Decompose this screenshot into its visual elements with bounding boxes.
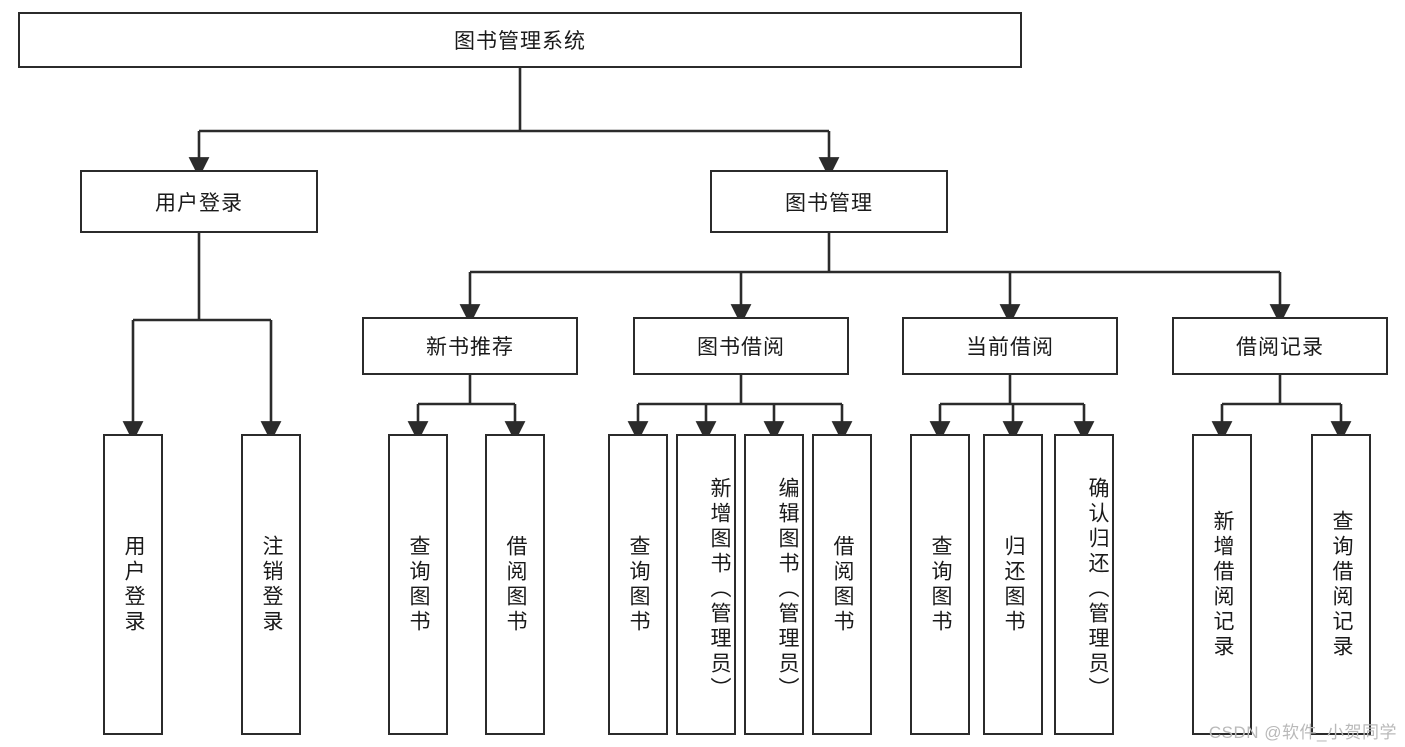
node-label: 图书管理 bbox=[785, 191, 873, 215]
node-user-login[interactable]: 用户登录 bbox=[80, 170, 318, 233]
node-leaf-borrow-book-1[interactable]: 借阅图书 bbox=[485, 434, 545, 735]
node-label: 借阅记录 bbox=[1236, 336, 1324, 359]
node-label: 新增图书（管理员） bbox=[708, 477, 731, 702]
node-label: 新书推荐 bbox=[426, 336, 514, 359]
node-borrow-record[interactable]: 借阅记录 bbox=[1172, 317, 1388, 375]
node-leaf-query-book-1[interactable]: 查询图书 bbox=[388, 434, 448, 735]
csdn-watermark: CSDN @软件_小贺同学 bbox=[1208, 723, 1397, 742]
node-label: 归还图书 bbox=[1002, 534, 1025, 635]
node-label: 查询借阅记录 bbox=[1330, 509, 1353, 660]
node-leaf-return-book[interactable]: 归还图书 bbox=[983, 434, 1043, 735]
node-leaf-add-book[interactable]: 新增图书（管理员） bbox=[676, 434, 736, 735]
node-label: 查询图书 bbox=[407, 534, 430, 635]
node-label: 确认归还（管理员） bbox=[1086, 477, 1109, 702]
node-current-borrow[interactable]: 当前借阅 bbox=[902, 317, 1118, 375]
node-leaf-confirm-return[interactable]: 确认归还（管理员） bbox=[1054, 434, 1114, 735]
node-label: 借阅图书 bbox=[831, 534, 854, 635]
node-leaf-query-book-2[interactable]: 查询图书 bbox=[608, 434, 668, 735]
node-label: 用户登录 bbox=[122, 534, 145, 635]
node-label: 查询图书 bbox=[929, 534, 952, 635]
node-label: 图书管理系统 bbox=[454, 30, 586, 53]
node-label: 用户登录 bbox=[155, 191, 243, 215]
node-root[interactable]: 图书管理系统 bbox=[18, 12, 1022, 68]
node-label: 查询图书 bbox=[627, 534, 650, 635]
node-new-book-recommend[interactable]: 新书推荐 bbox=[362, 317, 578, 375]
node-label: 借阅图书 bbox=[504, 534, 527, 635]
node-leaf-add-record[interactable]: 新增借阅记录 bbox=[1192, 434, 1252, 735]
node-label: 当前借阅 bbox=[966, 336, 1054, 359]
node-leaf-query-record[interactable]: 查询借阅记录 bbox=[1311, 434, 1371, 735]
node-leaf-logout[interactable]: 注销登录 bbox=[241, 434, 301, 735]
node-book-borrow[interactable]: 图书借阅 bbox=[633, 317, 849, 375]
node-label: 新增借阅记录 bbox=[1211, 509, 1234, 660]
node-label: 图书借阅 bbox=[697, 336, 785, 359]
node-label: 编辑图书（管理员） bbox=[776, 477, 799, 702]
node-book-manage[interactable]: 图书管理 bbox=[710, 170, 948, 233]
node-leaf-query-book-3[interactable]: 查询图书 bbox=[910, 434, 970, 735]
node-label: 注销登录 bbox=[260, 534, 283, 635]
node-leaf-user-login[interactable]: 用户登录 bbox=[103, 434, 163, 735]
node-leaf-edit-book[interactable]: 编辑图书（管理员） bbox=[744, 434, 804, 735]
node-leaf-borrow-book-2[interactable]: 借阅图书 bbox=[812, 434, 872, 735]
